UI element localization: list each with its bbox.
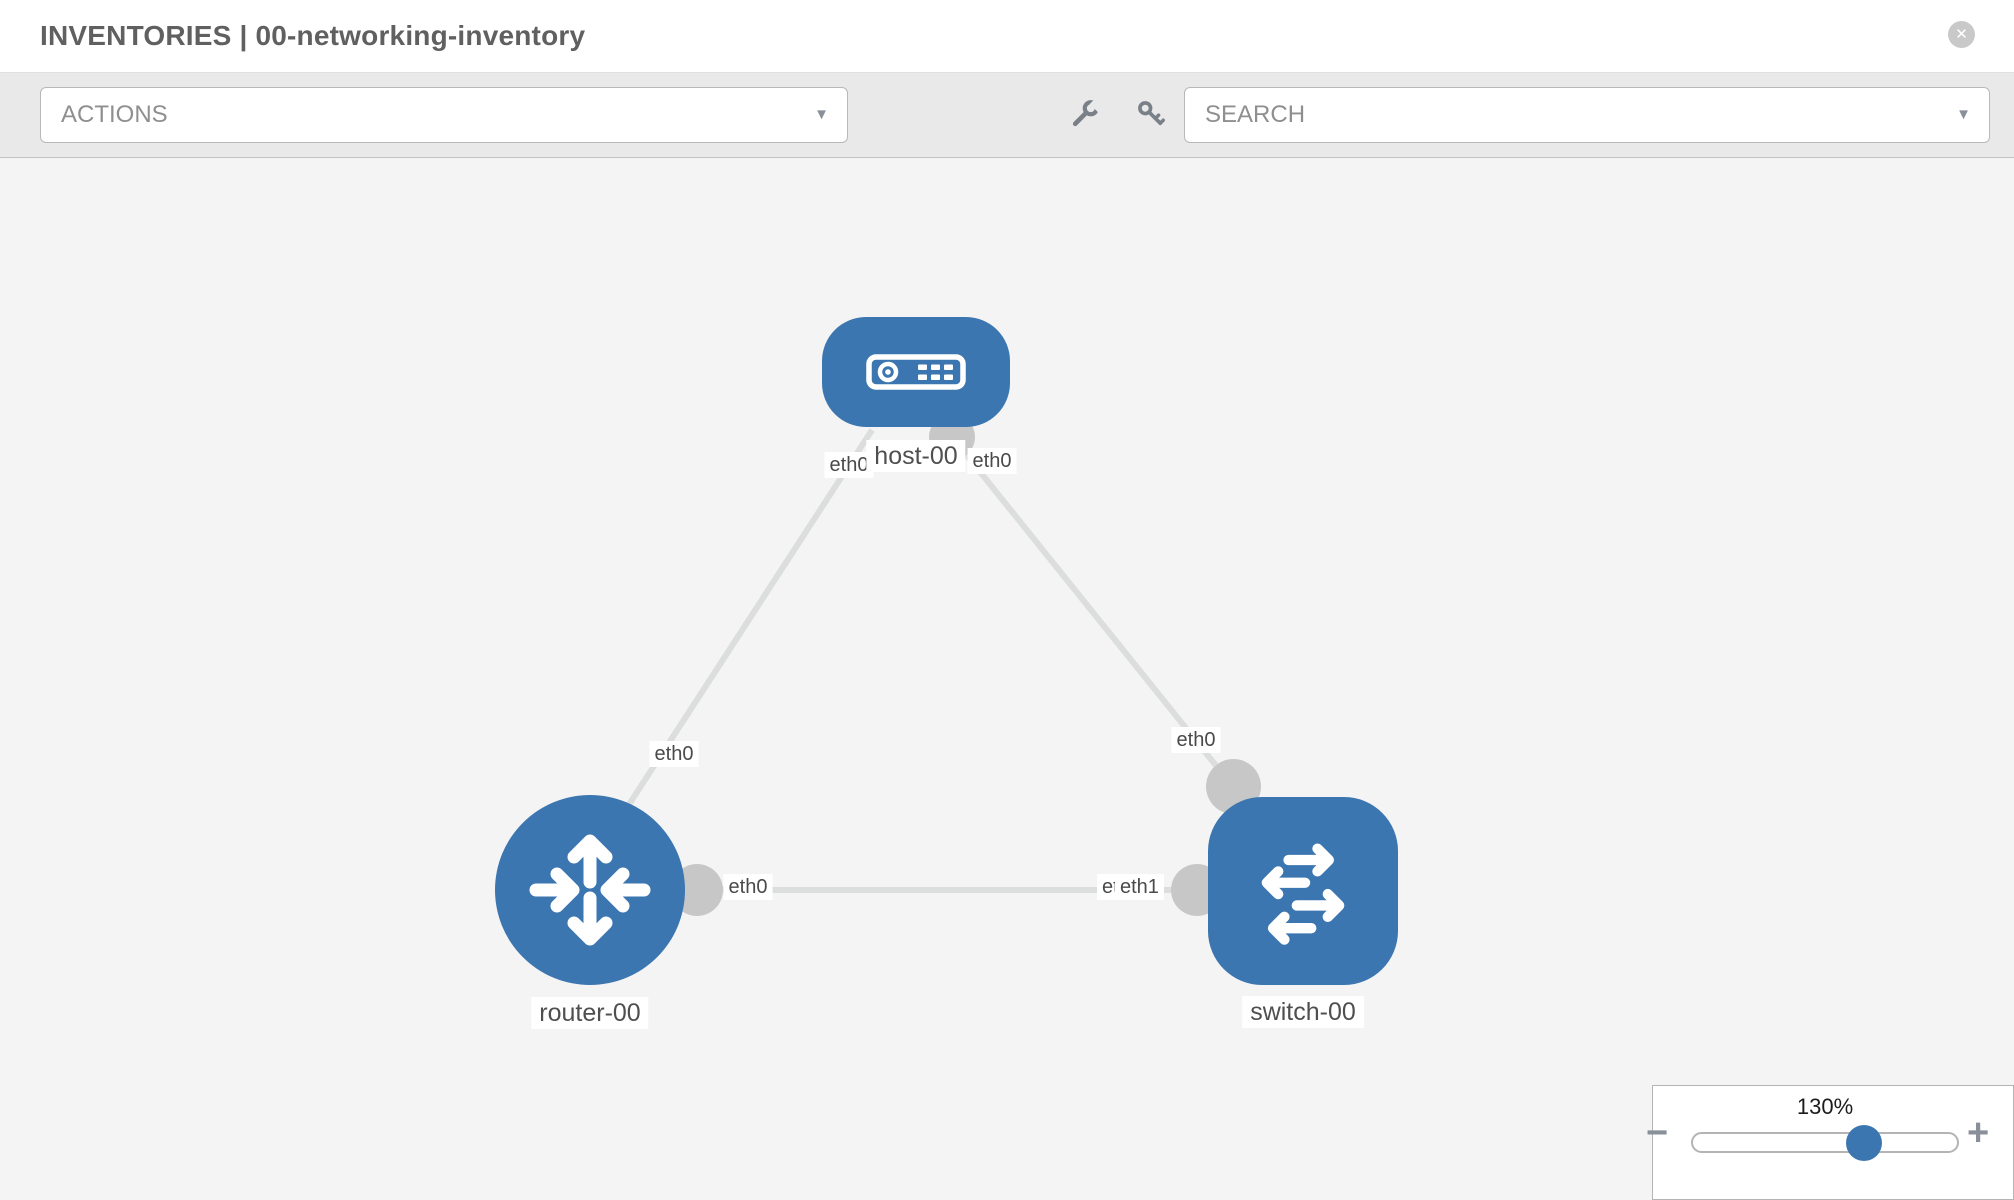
zoom-panel: 130% − + [1646, 1085, 2014, 1200]
zoom-level-value: 130% [1796, 1094, 1854, 1119]
page-title: INVENTORIES | 00-networking-inventory [40, 20, 586, 51]
router-icon [529, 834, 651, 946]
chevron-down-icon: ▼ [814, 106, 829, 123]
actions-dropdown[interactable]: ACTIONS ▼ [40, 87, 848, 143]
zoom-in-button[interactable]: + [1967, 1112, 1990, 1154]
node-label-switch: switch-00 [1242, 996, 1364, 1028]
iface-label: eth0 [723, 874, 773, 900]
host-icon [866, 354, 966, 390]
node-label-host: host-00 [866, 440, 966, 472]
header: INVENTORIES | 00-networking-inventory ✕ [0, 0, 2014, 73]
wrench-icon[interactable] [1070, 96, 1106, 134]
topology-links [577, 428, 1237, 893]
toolbar: ACTIONS ▼ SEARCH ▼ [0, 73, 2014, 158]
zoom-slider-thumb[interactable] [1846, 1125, 1882, 1161]
actions-dropdown-label: ACTIONS [61, 101, 168, 128]
iface-label: eth0 [824, 452, 874, 478]
topology-canvas[interactable]: eth0 eth0 eth0 eth0 eth0 eth0 eth1 host-… [0, 158, 2014, 1200]
iface-label: eth0 [1171, 727, 1221, 753]
key-icon[interactable] [1136, 99, 1166, 134]
zoom-out-button[interactable]: − [1646, 1112, 1669, 1154]
iface-label: eth1 [1115, 874, 1164, 900]
node-host-00[interactable] [822, 317, 1010, 427]
node-router-00[interactable] [495, 795, 685, 985]
iface-label: eth0 [649, 741, 699, 767]
close-icon[interactable]: ✕ [1948, 21, 1975, 48]
search-dropdown[interactable]: SEARCH ▼ [1184, 87, 1990, 143]
search-dropdown-label: SEARCH [1205, 101, 1306, 128]
switch-icon [1261, 843, 1345, 945]
node-label-router: router-00 [531, 997, 649, 1029]
node-switch-00[interactable] [1208, 797, 1398, 985]
zoom-slider-track[interactable] [1691, 1132, 1959, 1153]
chevron-down-icon: ▼ [1956, 106, 1971, 123]
iface-label: eth0 [967, 448, 1017, 474]
